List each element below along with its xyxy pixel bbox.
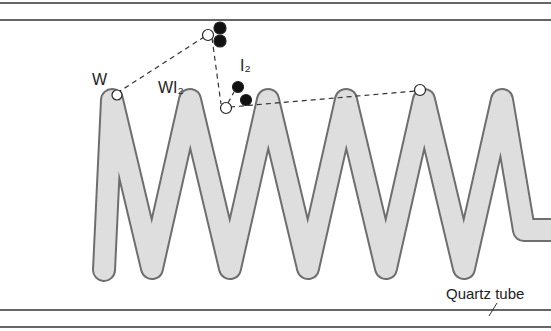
coil-winding [104, 100, 551, 270]
atoms [112, 22, 426, 114]
quartz-tube [0, 3, 551, 327]
element-label: W [92, 72, 107, 88]
part-label: Quartz tube [446, 286, 524, 301]
compound-label: WI₂ [158, 80, 184, 96]
coil-winding [104, 100, 551, 270]
leader-line [489, 303, 497, 316]
filament-coil [104, 100, 551, 270]
transport-path [117, 37, 416, 107]
molecule-label: I₂ [240, 58, 251, 74]
